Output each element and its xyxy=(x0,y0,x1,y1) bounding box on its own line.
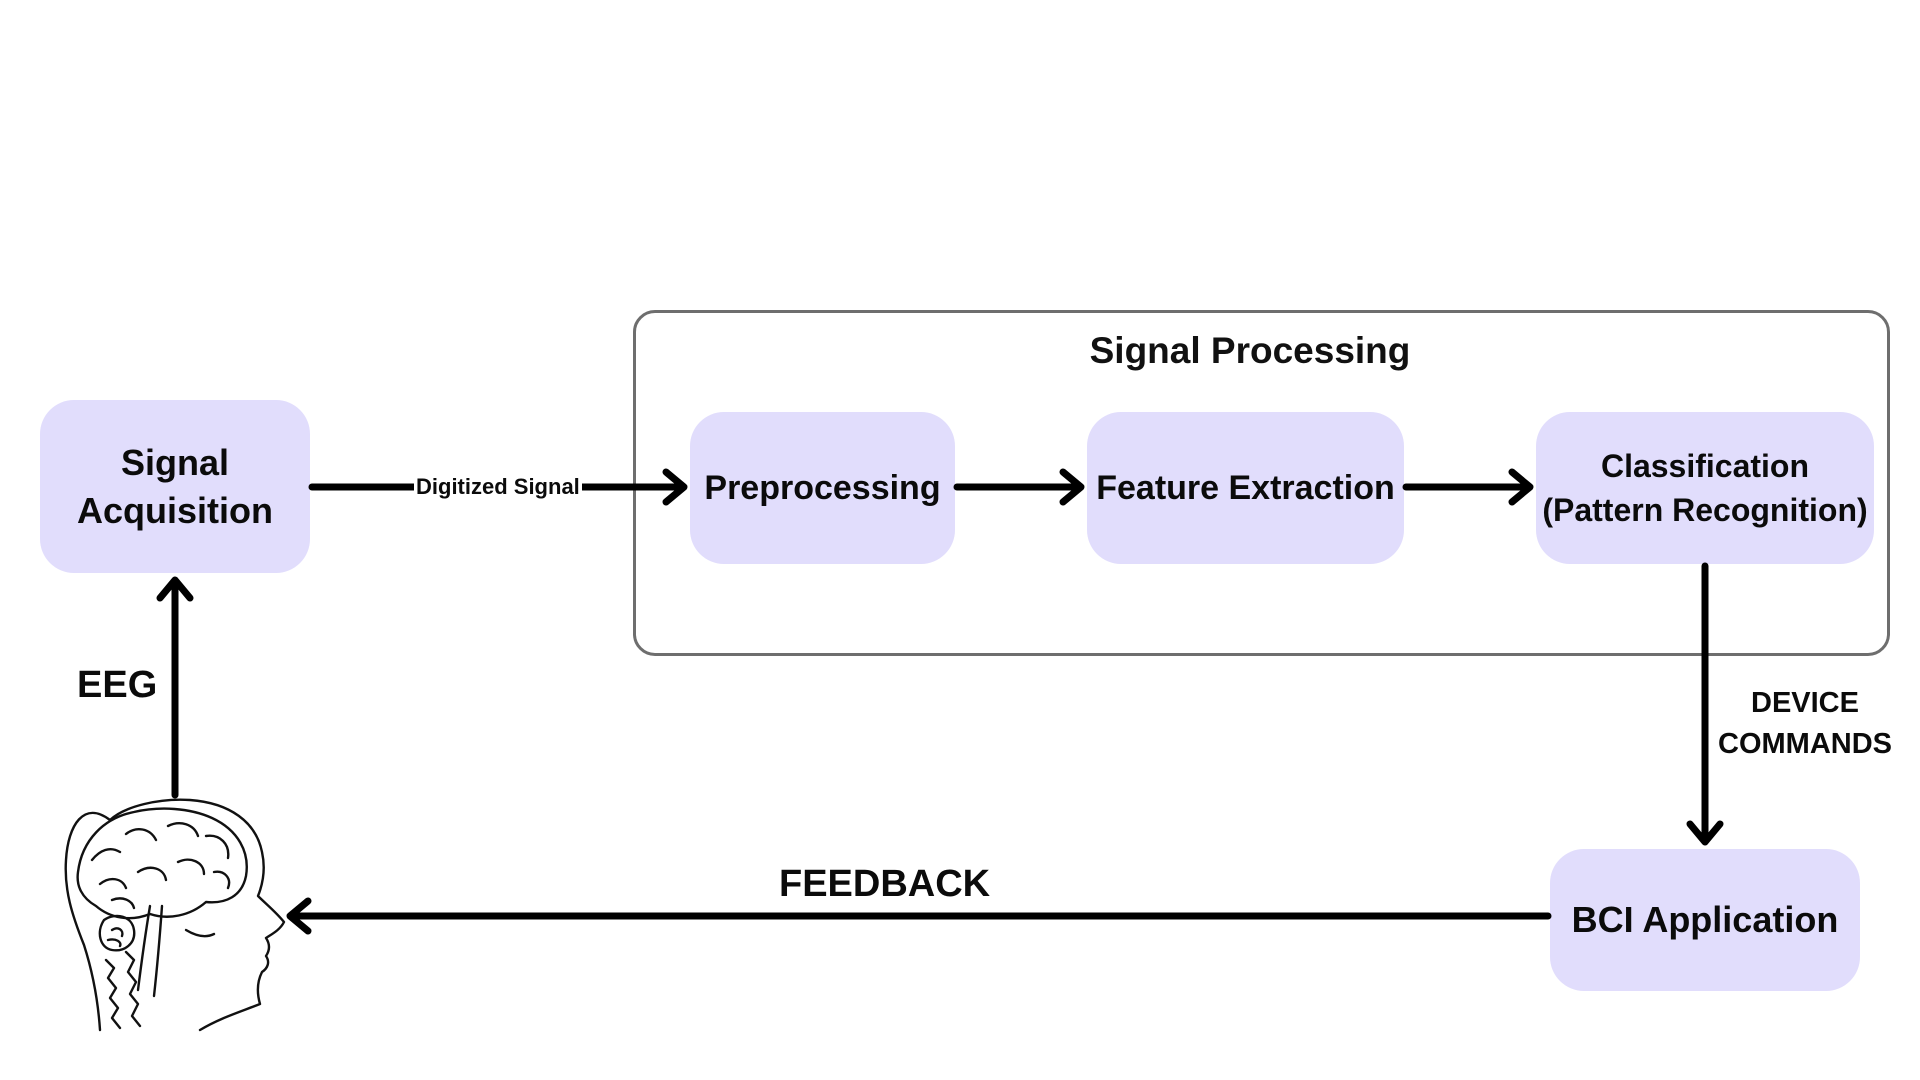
digitized-signal-label: Digitized Signal xyxy=(414,474,582,500)
signal-acquisition-node: Signal Acquisition xyxy=(40,400,310,573)
preprocessing-node: Preprocessing xyxy=(690,412,955,564)
arrowhead-head xyxy=(286,897,312,935)
eeg-label: EEG xyxy=(77,664,158,706)
arrowhead-feature xyxy=(1059,468,1085,506)
classification-label: Classification (Pattern Recognition) xyxy=(1542,448,1868,528)
feature-extraction-node: Feature Extraction xyxy=(1087,412,1404,564)
arrowhead-preprocessing xyxy=(662,468,688,506)
feedback-label: FEEDBACK xyxy=(779,863,991,905)
arrowhead-classification xyxy=(1508,468,1534,506)
device-commands-label: DEVICE COMMANDS xyxy=(1718,687,1892,760)
bci-application-label: BCI Application xyxy=(1571,899,1839,940)
signal-acquisition-label: Signal Acquisition xyxy=(77,441,273,531)
feature-extraction-label: Feature Extraction xyxy=(1096,468,1395,507)
bci-application-node: BCI Application xyxy=(1550,849,1860,991)
signal-processing-group xyxy=(633,310,1890,656)
classification-node: Classification (Pattern Recognition) xyxy=(1536,412,1874,564)
arrowhead-acquisition xyxy=(156,576,194,602)
human-head-brain-icon xyxy=(64,798,286,1032)
preprocessing-label: Preprocessing xyxy=(704,468,941,507)
signal-processing-title: Signal Processing xyxy=(1089,330,1411,371)
arrowhead-application xyxy=(1686,820,1724,846)
